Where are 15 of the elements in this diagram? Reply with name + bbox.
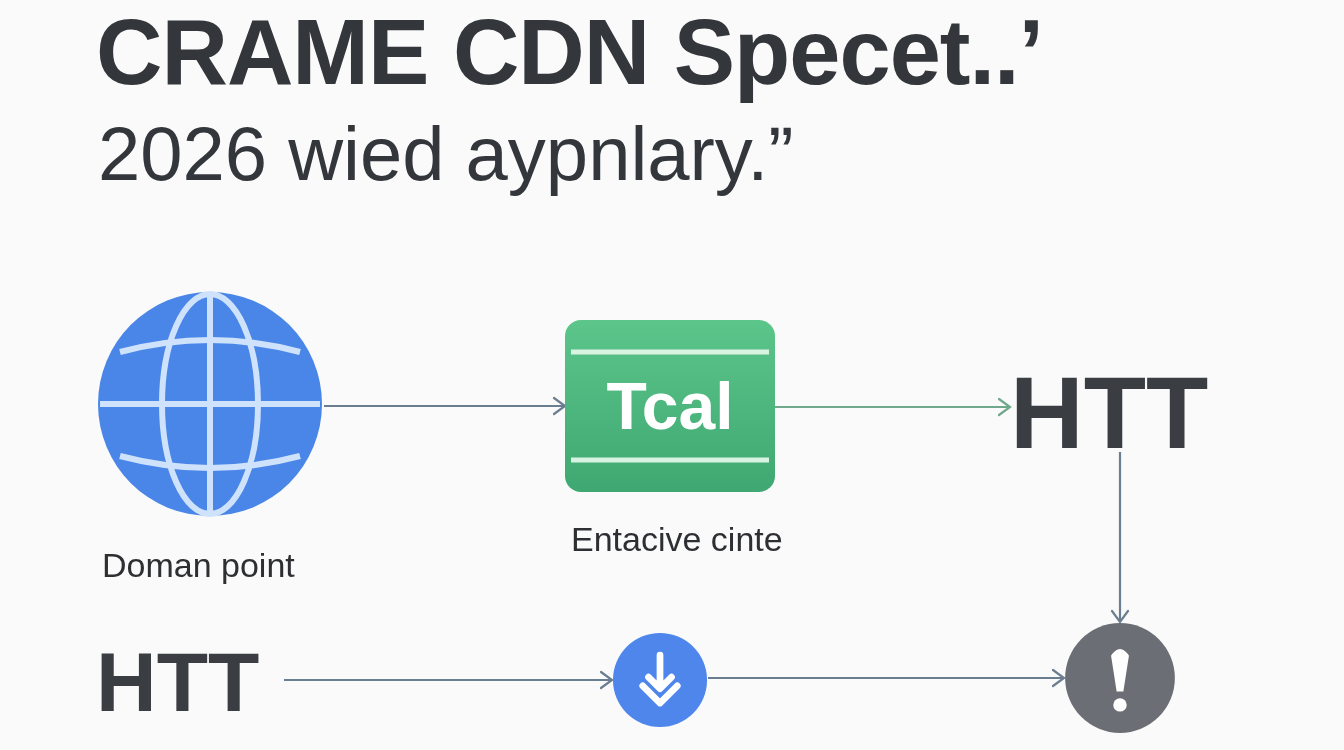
- arrow: [1110, 452, 1130, 624]
- title: CRAME CDN Specet..’: [96, 2, 1044, 104]
- arrow: [775, 397, 1012, 417]
- download-circle-icon: [612, 632, 708, 728]
- subtitle: 2026 wied aypnlary.”: [98, 112, 794, 196]
- node-label: Entacive cinte: [571, 520, 783, 559]
- globe-icon: [96, 290, 324, 518]
- node-label: HTT: [1010, 362, 1232, 452]
- arrow: [324, 396, 567, 416]
- node-label: HTT: [96, 640, 284, 714]
- alert-circle-icon: [1064, 622, 1176, 734]
- process-box: Tcal: [565, 320, 775, 492]
- node-label: Doman point: [102, 546, 295, 585]
- arrow: [284, 670, 614, 690]
- arrow: [708, 668, 1066, 688]
